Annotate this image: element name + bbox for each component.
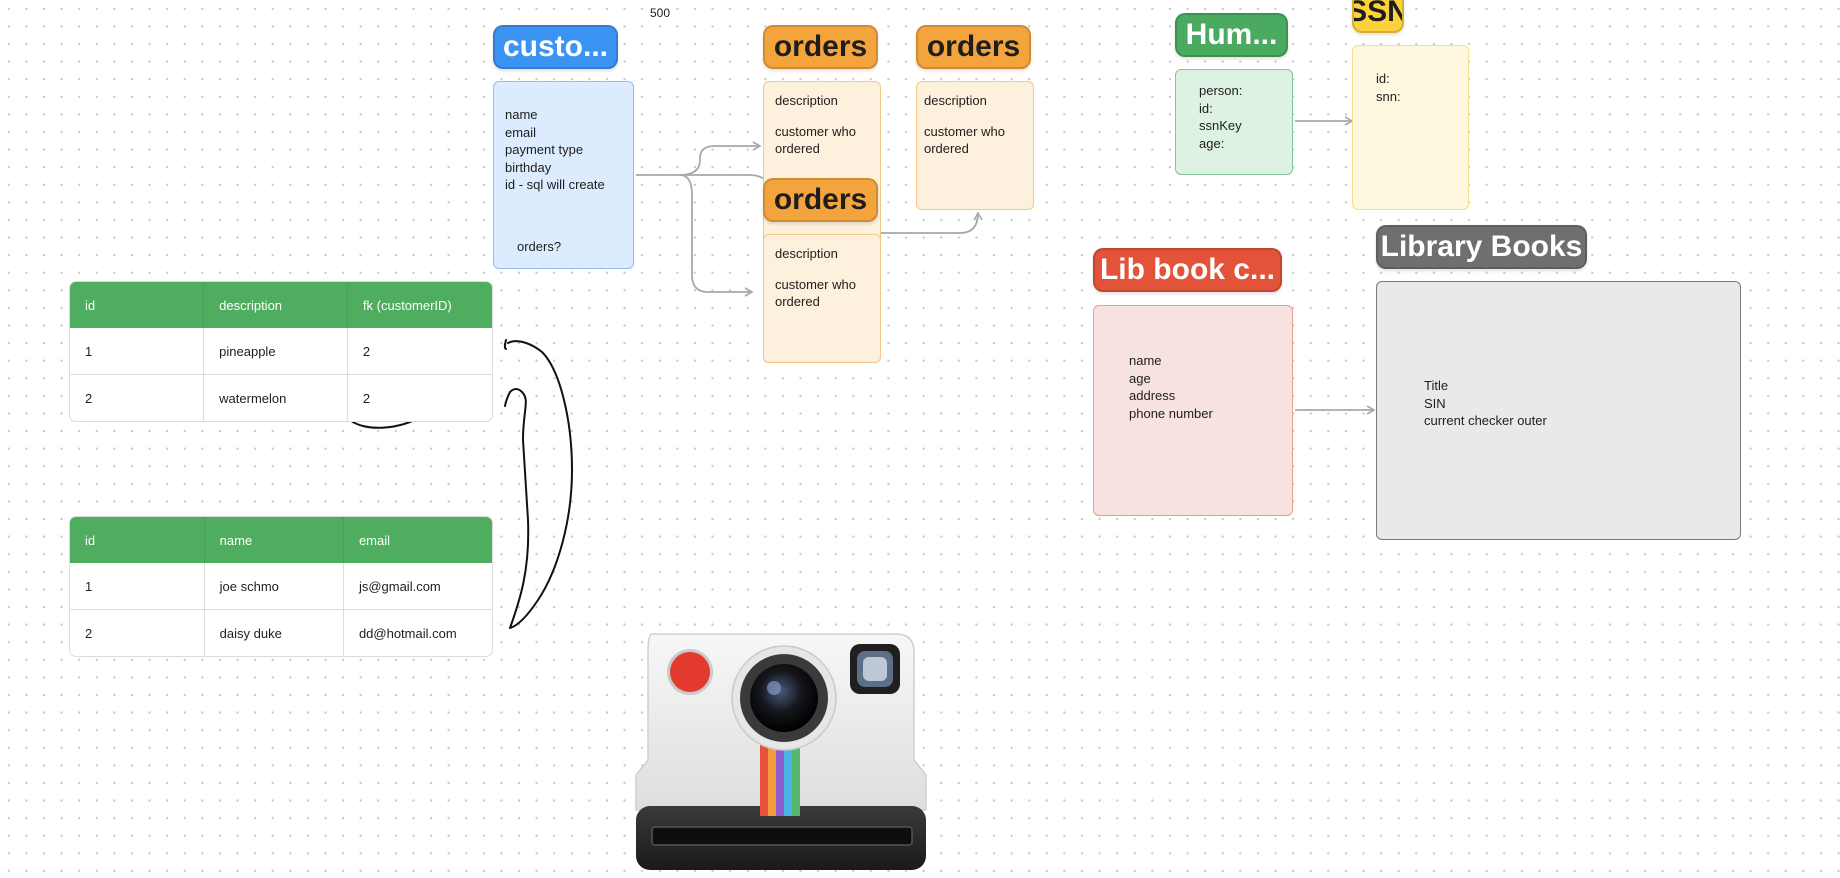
customers-orders-note: orders? bbox=[517, 238, 562, 254]
orders-label-text: orders bbox=[773, 183, 868, 216]
orders-field: ordered bbox=[775, 294, 820, 309]
table-header-cell: description bbox=[203, 282, 348, 328]
table-cell[interactable]: 2 bbox=[70, 374, 205, 421]
connector-customers-orders-1 bbox=[636, 141, 762, 176]
lib-book-field: age bbox=[1129, 370, 1151, 386]
ssn-field: id: bbox=[1376, 71, 1390, 86]
orders-field: description bbox=[924, 93, 987, 108]
table-row[interactable]: 2 daisy duke dd@hotmail.com bbox=[70, 609, 492, 656]
table-cell[interactable]: dd@hotmail.com bbox=[358, 625, 457, 641]
human-label-text: Hum... bbox=[1185, 18, 1278, 51]
orders-field: description bbox=[775, 93, 838, 108]
table-header-row: id name email bbox=[70, 517, 492, 563]
table-row[interactable]: 1 joe schmo js@gmail.com bbox=[70, 563, 492, 610]
table-cell[interactable]: 2 bbox=[70, 609, 205, 656]
library-books-field: SIN bbox=[1424, 395, 1446, 411]
orders-field: ordered bbox=[924, 141, 969, 156]
orders-label-3[interactable]: orders bbox=[763, 178, 878, 222]
lib-book-field: address bbox=[1129, 388, 1176, 403]
table-cell[interactable]: 2 bbox=[362, 390, 371, 406]
table-header-cell: id bbox=[70, 282, 205, 328]
orders-label-1[interactable]: orders bbox=[763, 25, 878, 69]
orders-field: ordered bbox=[775, 141, 820, 156]
customers-field: payment type bbox=[505, 142, 584, 157]
table-header-cell: fk (customerID) bbox=[347, 282, 492, 328]
library-books-field: Title bbox=[1424, 378, 1449, 393]
customers-field: birthday bbox=[505, 159, 552, 175]
table-row[interactable]: 2 watermelon 2 bbox=[70, 374, 492, 421]
canvas-counter: 500 bbox=[650, 6, 671, 20]
human-label[interactable]: Hum... bbox=[1175, 13, 1288, 57]
orders-note-2[interactable]: description customer who ordered bbox=[916, 81, 1034, 210]
human-note[interactable]: person: id: ssnKey age: bbox=[1175, 69, 1293, 175]
table-row[interactable]: 1 pineapple 2 bbox=[70, 328, 492, 375]
table-cell[interactable]: 1 bbox=[70, 328, 205, 375]
human-field: id: bbox=[1199, 100, 1213, 116]
library-books-label-text: Library Books bbox=[1380, 230, 1583, 263]
orders-field: customer who bbox=[775, 276, 856, 292]
table-cell[interactable]: js@gmail.com bbox=[343, 563, 492, 610]
orders-field: customer who bbox=[775, 123, 856, 139]
table-cell[interactable]: 1 bbox=[70, 563, 205, 610]
lib-book-label-text: Lib book c... bbox=[1099, 253, 1275, 286]
table-header-cell: id bbox=[70, 517, 205, 563]
orders-label-text: orders bbox=[773, 30, 868, 63]
customers-field: email bbox=[505, 124, 537, 140]
ssn-label[interactable]: SSN bbox=[1352, 0, 1404, 33]
ssn-note[interactable]: id: snn: bbox=[1352, 45, 1469, 210]
customers-table[interactable]: id name email 1 joe schmo js@gmail.com 2… bbox=[70, 517, 492, 656]
orders-note-1[interactable]: description customer who ordered bbox=[763, 81, 881, 256]
ssn-field: snn: bbox=[1376, 88, 1401, 104]
orders-field bbox=[775, 110, 880, 123]
customers-field: id - sql will create bbox=[505, 177, 605, 192]
table-cell[interactable]: pineapple bbox=[203, 328, 348, 375]
customers-note[interactable]: name email payment type birthday id - sq… bbox=[493, 81, 634, 269]
library-books-field: current checker outer bbox=[1424, 413, 1547, 428]
connector-customers-orders-3 bbox=[679, 174, 754, 297]
library-books-label[interactable]: Library Books bbox=[1376, 225, 1587, 269]
orders-note-3[interactable]: description customer who ordered bbox=[763, 234, 881, 363]
library-books-note[interactable]: Title SIN current checker outer bbox=[1376, 281, 1741, 540]
lib-book-note[interactable]: name age address phone number bbox=[1093, 305, 1293, 516]
table-cell[interactable]: 2 bbox=[347, 328, 492, 375]
table-cell[interactable]: watermelon bbox=[203, 374, 348, 421]
lib-book-field: phone number bbox=[1129, 405, 1213, 421]
table-cell[interactable]: daisy duke bbox=[204, 609, 344, 656]
orders-label-2[interactable]: orders bbox=[916, 25, 1031, 69]
table-header-cell: name bbox=[204, 517, 344, 563]
lib-book-field: name bbox=[1129, 353, 1162, 368]
customers-field: name bbox=[505, 107, 538, 122]
orders-field: description bbox=[775, 246, 838, 261]
orders-field bbox=[775, 263, 880, 276]
orders-field bbox=[924, 110, 1033, 123]
human-field: ssnKey bbox=[1199, 118, 1242, 133]
ssn-label-text: SSN bbox=[1354, 0, 1402, 28]
human-field: person: bbox=[1199, 83, 1243, 98]
human-field: age: bbox=[1199, 135, 1225, 151]
orders-label-text: orders bbox=[926, 30, 1021, 63]
customers-label[interactable]: custo... bbox=[493, 25, 618, 69]
table-header-row: id description fk (customerID) bbox=[70, 282, 492, 328]
orders-table[interactable]: id description fk (customerID) 1 pineapp… bbox=[70, 282, 492, 421]
orders-field: customer who bbox=[924, 123, 1005, 139]
table-header-cell: email bbox=[343, 517, 492, 563]
camera-sticker-icon[interactable] bbox=[634, 630, 934, 878]
table-cell[interactable]: joe schmo bbox=[204, 563, 344, 610]
lib-book-label[interactable]: Lib book c... bbox=[1093, 248, 1282, 292]
ink-bracket bbox=[503, 339, 573, 629]
customers-label-text: custo... bbox=[502, 30, 608, 63]
